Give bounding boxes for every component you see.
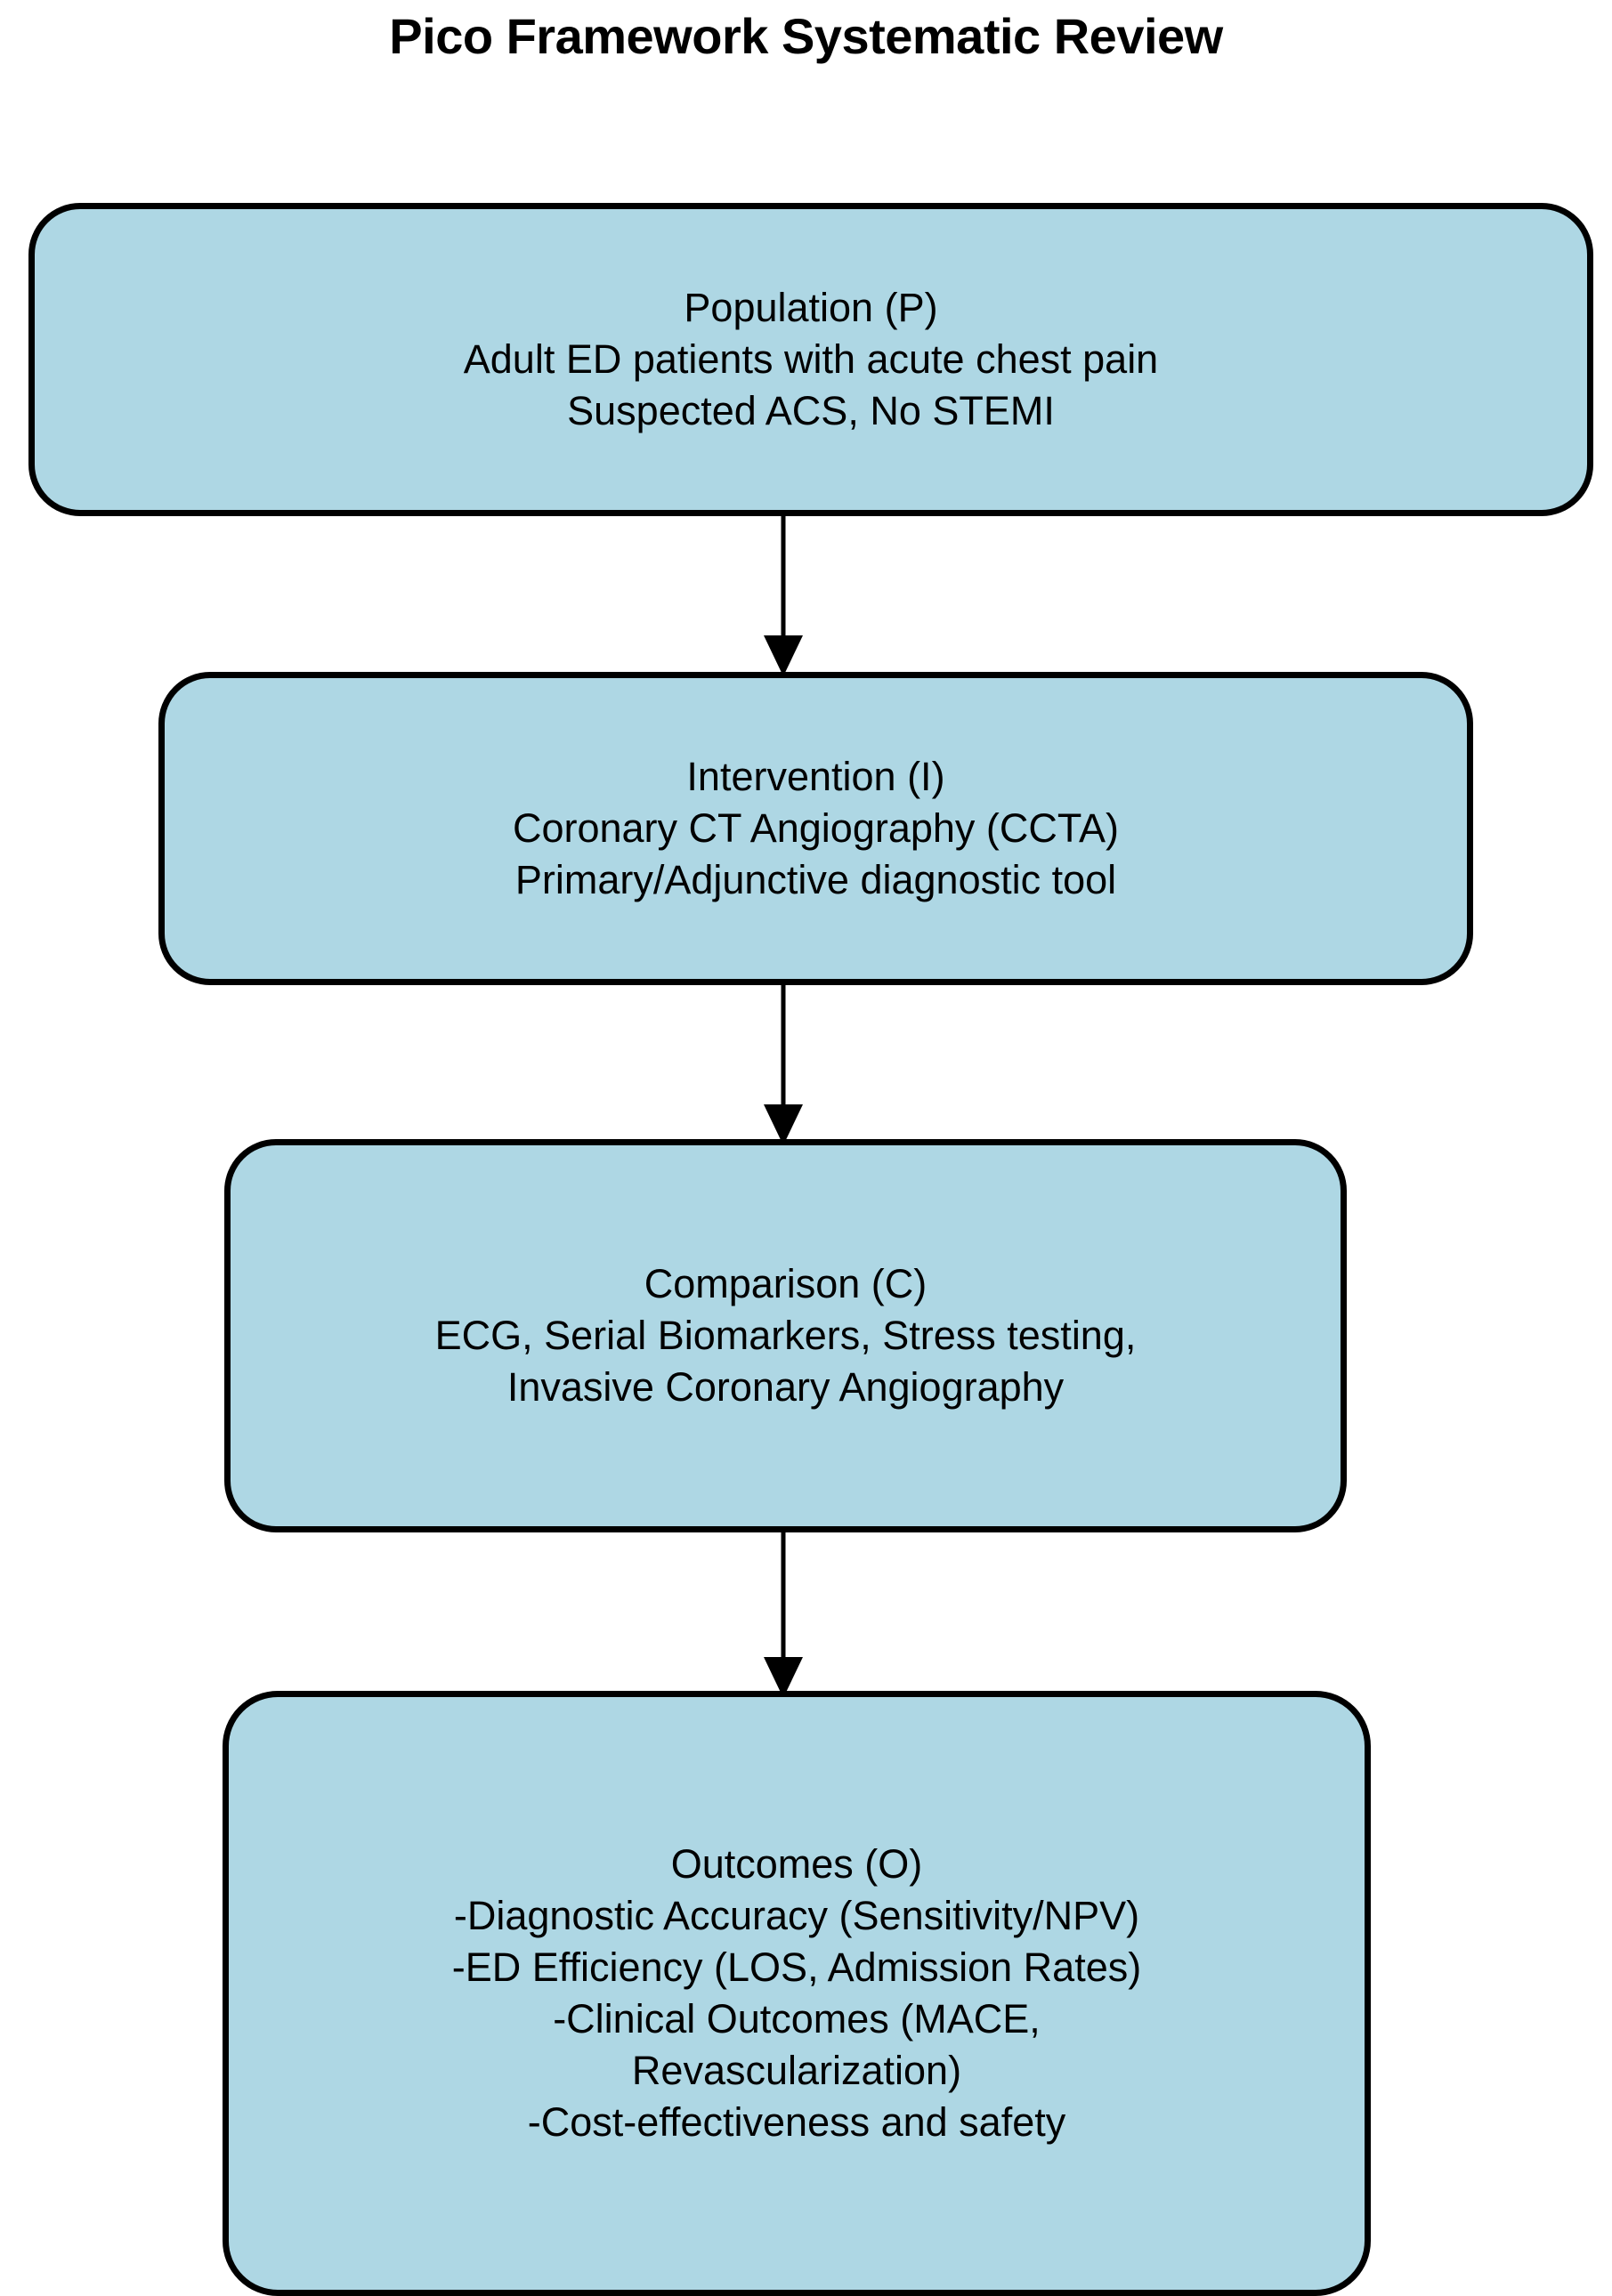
- node-comparison-line-1: Comparison (C): [644, 1261, 928, 1306]
- flowchart-canvas: Pico Framework Systematic Review Populat…: [28, 8, 1593, 2296]
- node-outcomes-line-6: -Cost-effectiveness and safety: [527, 2099, 1066, 2145]
- node-population-line-1: Population (P): [684, 285, 938, 330]
- node-outcomes-line-3: -ED Efficiency (LOS, Admission Rates): [451, 1944, 1142, 1990]
- node-intervention-line-1: Intervention (I): [686, 754, 945, 799]
- node-outcomes-line-5: Revascularization): [631, 2048, 962, 2093]
- node-intervention-line-3: Primary/Adjunctive diagnostic tool: [514, 857, 1117, 902]
- flow-node-outcomes[interactable]: Outcomes (O) -Diagnostic Accuracy (Sensi…: [223, 1691, 1371, 2296]
- arrow-down-icon-comparison-to-outcomes: [748, 1529, 819, 1698]
- page-title: Pico Framework Systematic Review: [389, 8, 1223, 64]
- node-outcomes-line-2: -Diagnostic Accuracy (Sensitivity/NPV): [453, 1893, 1140, 1938]
- node-comparison-line-3: Invasive Coronary Angiography: [506, 1364, 1065, 1410]
- node-outcomes-line-4: -Clinical Outcomes (MACE,: [553, 1996, 1041, 2041]
- arrow-down-icon-intervention-to-comparison: [748, 982, 819, 1145]
- node-population-line-2: Adult ED patients with acute chest pain: [463, 336, 1159, 382]
- node-intervention-line-2: Coronary CT Angiography (CCTA): [512, 805, 1120, 851]
- flow-node-comparison[interactable]: Comparison (C) ECG, Serial Biomarkers, S…: [224, 1139, 1347, 1532]
- flow-node-intervention[interactable]: Intervention (I) Coronary CT Angiography…: [158, 672, 1473, 985]
- node-population-line-3: Suspected ACS, No STEMI: [567, 388, 1055, 433]
- node-outcomes-line-1: Outcomes (O): [670, 1841, 923, 1887]
- node-comparison-line-2: ECG, Serial Biomarkers, Stress testing,: [434, 1313, 1137, 1358]
- flow-node-population[interactable]: Population (P) Adult ED patients with ac…: [28, 203, 1593, 516]
- arrow-down-icon-population-to-intervention: [748, 513, 819, 676]
